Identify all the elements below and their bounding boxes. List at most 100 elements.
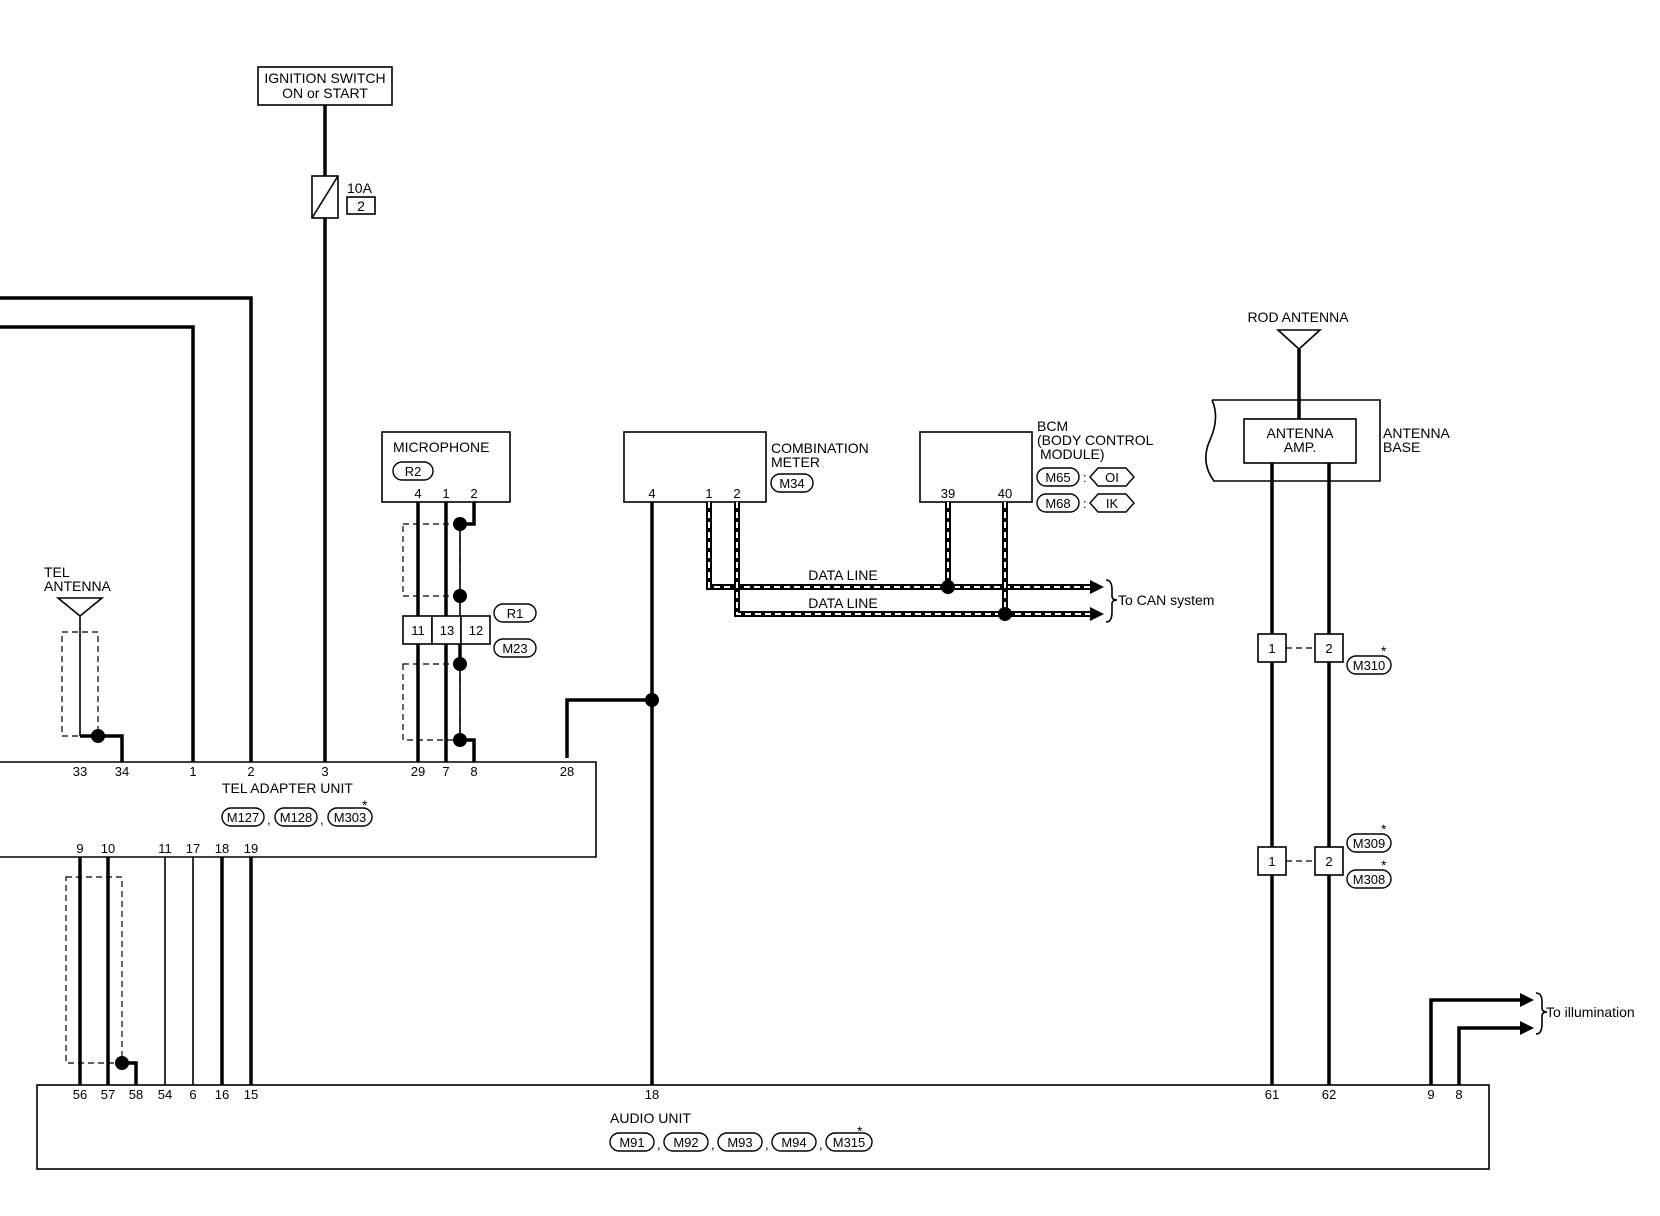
splice-m308-asterisk: * [1381,857,1387,873]
splice-m309: 1 2 M309 * M308 * [1257,821,1392,889]
can-system-destination: To CAN system [1118,592,1214,608]
tel-adapter-asterisk: * [362,797,368,813]
data-line-label-1: DATA LINE [808,567,878,583]
tel-adapter-title: TEL ADAPTER UNIT [222,780,353,796]
audio-pin-8: 8 [1455,1087,1462,1102]
tel-adapter-pin-34: 34 [115,764,129,779]
tel-antenna-line2: ANTENNA [44,578,112,594]
tel-antenna: TEL ANTENNA [44,564,124,762]
tel-adapter-pin-7: 7 [442,764,449,779]
tel-adapter-connector-m303: M303 [334,810,367,825]
tel-adapter-pin-2: 2 [247,764,254,779]
ignition-switch-line2: ON or START [282,85,368,101]
audio-pin-56: 56 [73,1087,87,1102]
audio-pin-15: 15 [244,1087,258,1102]
tel-adapter-pin-1: 1 [189,764,196,779]
bcm-connector-m65: M65 [1045,470,1070,485]
tel-adapter-pin-28: 28 [560,764,574,779]
tel-antenna-line1: TEL [44,564,70,580]
audio-connector-m93: M93 [727,1135,752,1150]
intermediate-pin-13: 13 [440,623,454,638]
splice-m310: 1 2 M310 * [1257,633,1392,675]
microphone-pin-4: 4 [414,486,421,501]
rod-antenna-label: ROD ANTENNA [1247,309,1349,325]
audio-unit: 56 57 58 54 6 16 15 18 61 62 9 8 AUDIO U… [36,1084,1490,1170]
audio-pin-16: 16 [215,1087,229,1102]
ignition-switch-line1: IGNITION SWITCH [264,70,385,86]
tel-adapter-pin-33: 33 [73,764,87,779]
splice-m308-connector: M308 [1353,872,1386,887]
fuse-number: 2 [357,198,365,214]
bcm-line2: (BODY CONTROL [1037,432,1154,448]
antenna-base-line2: BASE [1383,439,1420,455]
meter-pin-4: 4 [648,486,655,501]
splice-m309-asterisk: * [1381,821,1387,837]
microphone-title: MICROPHONE [393,439,489,455]
audio-pin-9: 9 [1427,1087,1434,1102]
intermediate-pin-12: 12 [469,623,483,638]
microphone-pin-2: 2 [470,486,477,501]
combination-meter-line2: METER [771,454,820,470]
fuse-rating: 10A [347,180,373,196]
data-line-label-2: DATA LINE [808,595,878,611]
tel-adapter-connector-m127: M127 [227,810,260,825]
audio-pin-58: 58 [129,1087,143,1102]
audio-asterisk: * [857,1123,863,1139]
illumination-lines: To illumination [1429,992,1635,1085]
tel-adapter-sep-1: , [267,812,271,827]
tel-adapter-pin-3: 3 [321,764,328,779]
antenna-base-line1: ANTENNA [1383,425,1451,441]
bcm-pin-39: 39 [941,486,955,501]
bcm-tag-oi: OI [1105,470,1119,485]
combination-meter-connector: M34 [779,476,804,491]
tel-adapter-connector-m128: M128 [280,810,313,825]
audio-connector-m315: M315 [833,1135,866,1150]
splice-m309-connector: M309 [1353,836,1386,851]
rod-antenna: ROD ANTENNA [1247,309,1349,419]
tel-adapter-pin-17: 17 [186,841,200,856]
audio-connector-m92: M92 [673,1135,698,1150]
data-lines: DATA LINE DATA LINE To CAN system [706,502,1214,623]
bcm-line3: MODULE) [1040,446,1105,462]
antenna-base: ANTENNA AMP. ANTENNA BASE [1205,399,1451,482]
splice-m309-pin-2: 2 [1325,854,1332,869]
illumination-destination: To illumination [1546,1004,1635,1020]
audio-unit-title: AUDIO UNIT [610,1110,691,1126]
audio-pin-61: 61 [1265,1087,1279,1102]
intermediate-pin-11: 11 [411,623,425,638]
audio-sep-2: , [711,1137,715,1152]
fuse: 10A 2 [311,175,376,219]
splice-m310-connector: M310 [1353,658,1386,673]
bcm-colon-1: : [1083,470,1087,485]
bcm-colon-2: : [1083,496,1087,511]
bcm-pin-40: 40 [998,486,1012,501]
combination-meter: COMBINATION METER M34 4 1 2 [623,431,869,503]
audio-connector-m91: M91 [619,1135,644,1150]
splice-m310-pin-1: 1 [1268,641,1275,656]
microphone-pin-1: 1 [442,486,449,501]
audio-sep-3: , [765,1137,769,1152]
splice-m309-pin-1: 1 [1268,854,1275,869]
tel-adapter-pin-11: 11 [158,841,172,856]
audio-pin-57: 57 [101,1087,115,1102]
tel-adapter-pin-9: 9 [76,841,83,856]
splice-m310-asterisk: * [1381,643,1387,659]
tel-adapter-pin-18: 18 [215,841,229,856]
audio-pin-62: 62 [1322,1087,1336,1102]
ignition-switch: IGNITION SWITCH ON or START [257,66,393,106]
audio-connector-m94: M94 [781,1135,806,1150]
meter-pin-2: 2 [733,486,740,501]
audio-pin-54: 54 [158,1087,172,1102]
audio-sep-4: , [819,1137,823,1152]
tel-adapter-pin-29: 29 [411,764,425,779]
meter-pin-1: 1 [705,486,712,501]
intermediate-connector: 11 13 12 R1 M23 [402,603,537,658]
combination-meter-line1: COMBINATION [771,440,869,456]
antenna-amp-line1: ANTENNA [1267,425,1335,441]
microphone: MICROPHONE R2 4 1 2 [381,431,511,503]
tel-adapter-pin-8: 8 [470,764,477,779]
bcm-line1: BCM [1037,418,1068,434]
bcm-tag-ik: IK [1106,496,1119,511]
splice-m310-pin-2: 2 [1325,641,1332,656]
